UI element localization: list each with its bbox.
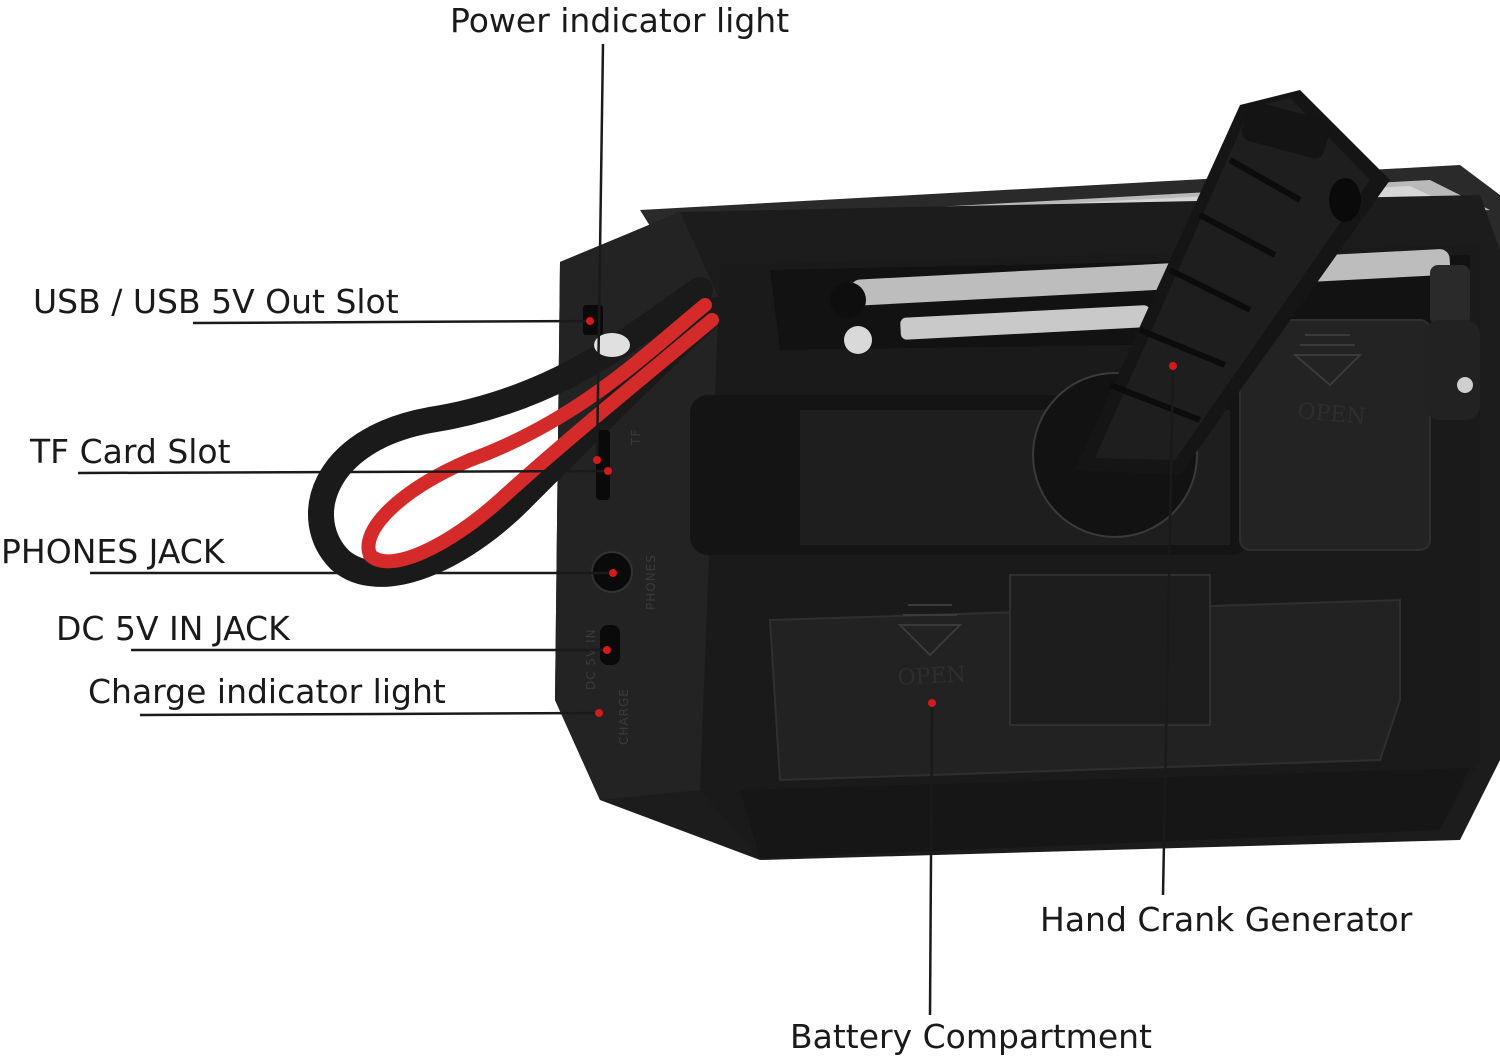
callout-dc-in-jack: DC 5V IN JACK	[56, 609, 611, 654]
side-ports	[583, 305, 633, 665]
power-indicator-label: Power indicator light	[450, 1, 789, 40]
hand-crank	[1032, 90, 1390, 538]
battery-dot	[928, 699, 936, 707]
callout-tf-card: TF Card Slot	[29, 432, 612, 475]
usb-slot-dot	[586, 317, 594, 325]
tf-marking: TF	[629, 429, 643, 446]
battery-label: Battery Compartment	[790, 1017, 1152, 1056]
dc-in-jack-dot	[603, 646, 611, 654]
usb-slot-leader	[192, 319, 591, 325]
callout-phones-jack: PHONES JACK	[1, 532, 617, 577]
power-indicator-dot	[593, 456, 601, 464]
callout-battery: Battery Compartment	[790, 699, 1152, 1056]
tf-card-dot	[604, 467, 612, 475]
wrist-strap	[308, 277, 728, 587]
phones-jack-dot	[609, 569, 617, 577]
dc-in-marking: DC 5V IN	[584, 628, 598, 690]
hand-crank-leader	[1161, 365, 1175, 896]
battery-leader	[928, 702, 934, 1016]
usb-slot-label: USB / USB 5V Out Slot	[33, 282, 399, 321]
callouts: Power indicator light USB / USB 5V Out S…	[1, 1, 1413, 1056]
charge-indicator-label: Charge indicator light	[88, 672, 446, 711]
dc-in-jack-label: DC 5V IN JACK	[56, 609, 291, 648]
charge-marking: CHARGE	[617, 688, 631, 745]
power-indicator-leader	[595, 43, 605, 461]
phones-marking: PHONES	[644, 554, 658, 610]
tf-card-leader	[77, 469, 609, 475]
callout-charge-indicator: Charge indicator light	[88, 672, 603, 717]
open-label-lower: OPEN	[897, 662, 966, 691]
tf-card-label: TF Card Slot	[29, 432, 231, 471]
charge-indicator-dot	[595, 709, 603, 717]
charge-indicator-leader	[139, 711, 600, 717]
open-label-upper: OPEN	[1296, 399, 1366, 430]
radio-device: OPEN OPEN TF PHONES DC 5V IN CHARGE	[308, 90, 1500, 860]
hand-crank-dot	[1169, 362, 1177, 370]
callout-usb-slot: USB / USB 5V Out Slot	[33, 282, 594, 325]
hand-crank-label: Hand Crank Generator	[1040, 900, 1413, 939]
callout-hand-crank: Hand Crank Generator	[1040, 362, 1413, 939]
callout-power-indicator: Power indicator light	[450, 1, 789, 464]
phones-jack-label: PHONES JACK	[1, 532, 226, 571]
device-markings: OPEN OPEN TF PHONES DC 5V IN CHARGE	[584, 334, 1367, 745]
